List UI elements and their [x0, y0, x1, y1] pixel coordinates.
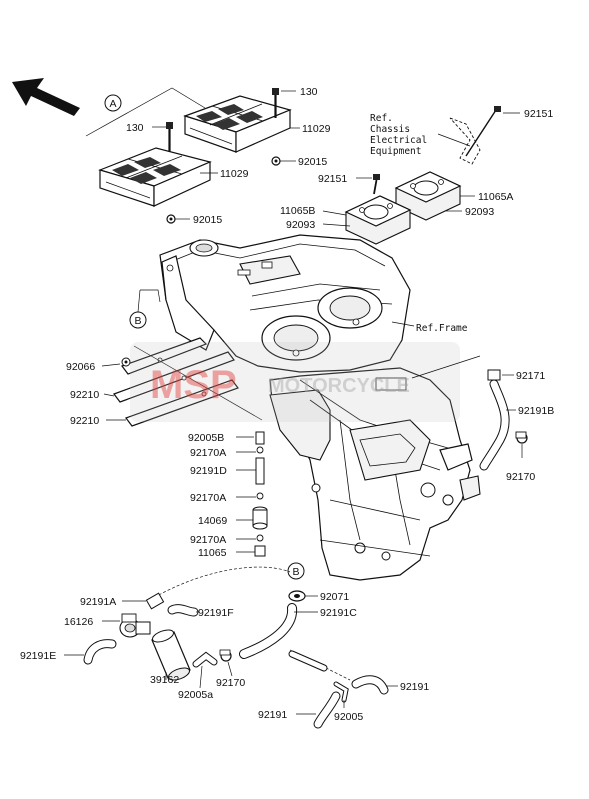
grommet-92071-icon [288, 590, 306, 602]
callout-92005b: 92005B [188, 432, 224, 444]
nut-92015-upper-icon [271, 156, 281, 166]
callout-92093-left: 92093 [286, 219, 315, 231]
air-cleaner-housing [159, 234, 411, 373]
callout-92005: 92005 [334, 711, 363, 723]
callout-11065b: 11065B [280, 205, 315, 217]
bolt-130-lower-icon [166, 122, 173, 152]
callout-92191-right: 92191 [400, 681, 429, 693]
ref-chassis-line1: Ref. [370, 113, 393, 124]
ref-frame: Ref.Frame [416, 323, 468, 334]
callout-92191c: 92191C [320, 607, 357, 619]
air-filter-element-lower [98, 147, 212, 207]
callout-11029-upper: 11029 [302, 123, 331, 135]
nut-92015-lower-icon [166, 214, 176, 224]
callout-92015-upper: 92015 [298, 156, 327, 168]
hose-92191a [145, 592, 165, 610]
callout-130-lower: 130 [126, 122, 144, 134]
mounting-bracket-dashed [449, 106, 501, 165]
hose-92191f [167, 604, 199, 617]
callout-92191-lower: 92191 [258, 709, 287, 721]
joint-92005a [192, 651, 218, 668]
breather-hose-right [479, 369, 528, 471]
hose-92191-straight [288, 650, 328, 672]
hose-92191-right [351, 675, 389, 695]
ref-chassis-line2: Chassis [370, 124, 410, 135]
screw-92151-icon [373, 174, 380, 195]
callout-92171: 92171 [516, 370, 545, 382]
callout-92191f: 92191F [198, 607, 234, 619]
callout-92191a: 92191A [80, 596, 116, 608]
callout-16126: 16126 [64, 616, 93, 628]
hose-92191-lower [313, 691, 341, 729]
marker-b-left: B [129, 289, 161, 329]
callout-92170-right: 92170 [506, 471, 535, 483]
intake-duct-11065b [344, 195, 412, 245]
callout-92071: 92071 [320, 591, 349, 603]
callout-39162: 39162 [150, 674, 179, 686]
hose-92191c [239, 603, 298, 659]
front-direction-arrow-icon [12, 78, 80, 116]
marker-b-lower: B [287, 562, 305, 580]
callout-92170a-1: 92170A [190, 447, 226, 459]
callout-11029-lower: 11029 [220, 168, 249, 180]
callout-92210-lower: 92210 [70, 415, 99, 427]
valve-16126 [119, 613, 151, 638]
callout-14069: 14069 [198, 515, 227, 527]
callout-92005a: 92005a [178, 689, 213, 701]
watermark: MSP MOTORCYCLE [130, 342, 460, 422]
bolt-130-upper-icon [272, 88, 279, 118]
clamp-92170-icon [219, 649, 232, 662]
callout-92191e: 92191E [20, 650, 56, 662]
callout-92170-lower: 92170 [216, 677, 245, 689]
marker-a-top-label: A [109, 98, 116, 110]
watermark-logo: MSP [150, 363, 237, 407]
callout-92151-upper: 92151 [524, 108, 553, 120]
canister-39162 [151, 629, 191, 681]
joint-92005 [333, 681, 349, 703]
marker-b-left-label: B [134, 315, 141, 327]
callout-92170a-3: 92170A [190, 534, 226, 546]
callout-92015-lower: 92015 [193, 214, 222, 226]
callout-92210-upper: 92210 [70, 389, 99, 401]
callout-11065a: 11065A [478, 191, 513, 203]
callout-130-upper: 130 [300, 86, 318, 98]
air-filter-element-upper [183, 95, 292, 153]
callout-92151-lower: 92151 [318, 173, 347, 185]
callout-92170a-2: 92170A [190, 492, 226, 504]
callout-92191b: 92191B [518, 405, 554, 417]
callout-92093-right: 92093 [465, 206, 494, 218]
callout-92066: 92066 [66, 361, 95, 373]
marker-b-lower-label: B [292, 566, 299, 578]
marker-a-top: A [85, 87, 206, 137]
ref-chassis-line4: Equipment [370, 146, 421, 157]
callout-92191d: 92191D [190, 465, 227, 477]
watermark-text: MOTORCYCLE [268, 375, 410, 397]
intake-duct-11065a [394, 171, 462, 221]
hose-92191e [83, 639, 117, 665]
valve-stack [252, 431, 268, 557]
callout-11065: 11065 [198, 547, 227, 559]
stay-brackets [113, 337, 263, 427]
ref-chassis-line3: Electrical [370, 135, 427, 146]
main-frame [269, 367, 481, 581]
